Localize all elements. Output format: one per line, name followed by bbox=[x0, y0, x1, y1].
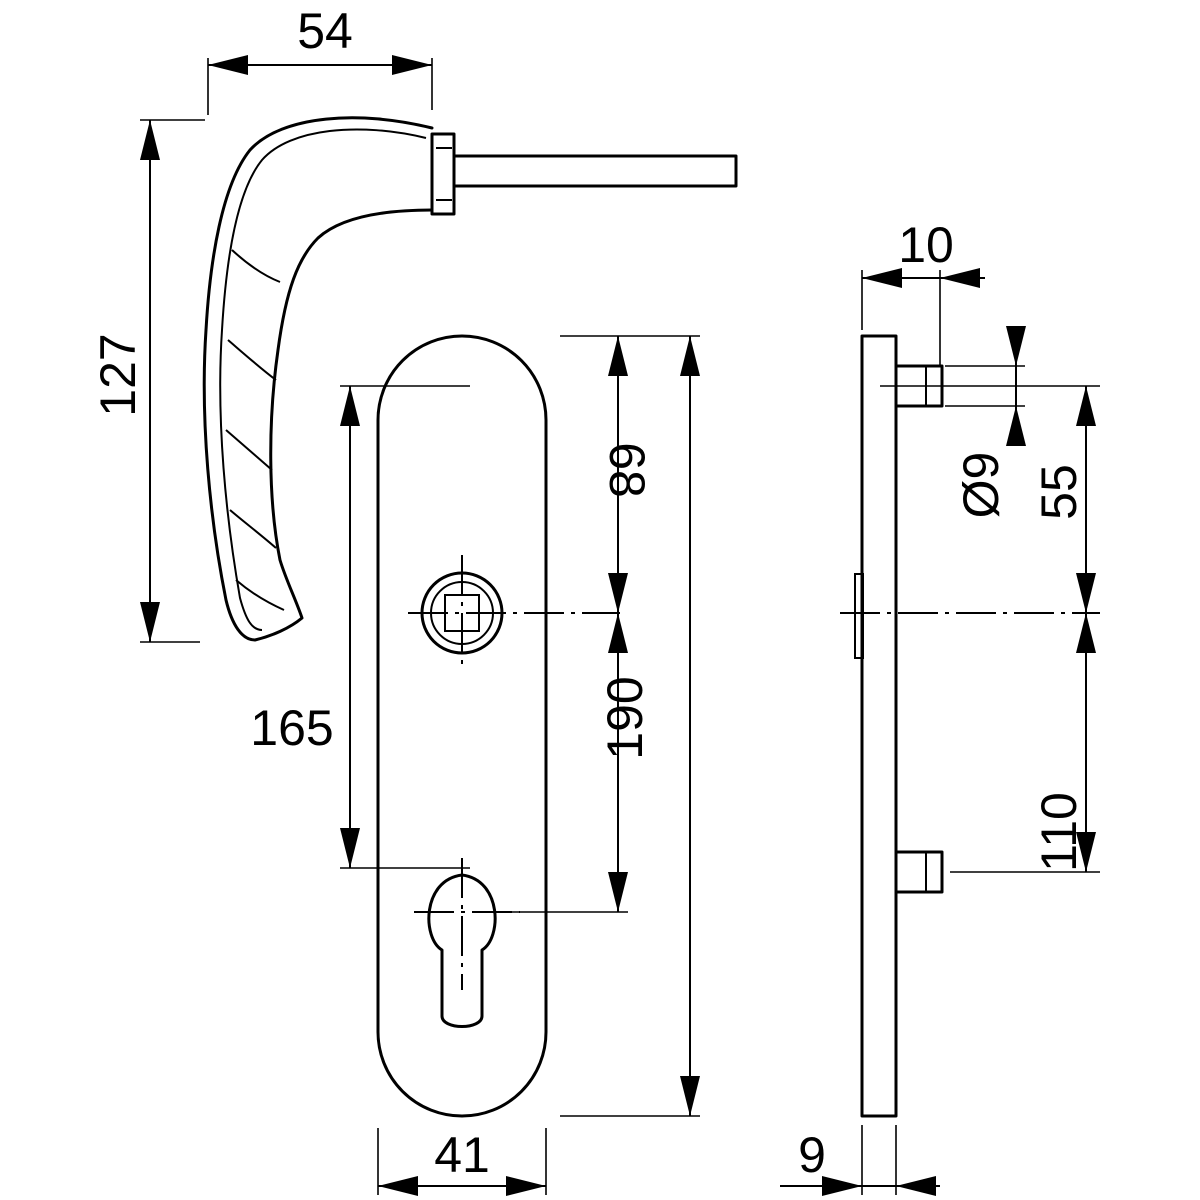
dimension-plate-inner-length: 165 bbox=[250, 385, 470, 869]
lower-screw-boss bbox=[894, 850, 944, 894]
handle-rose bbox=[430, 132, 456, 216]
dimension-label-55: 55 bbox=[1031, 464, 1087, 520]
dimension-label-screw-diameter: Ø9 bbox=[953, 452, 1009, 519]
dimension-plate-total-height bbox=[560, 336, 700, 1117]
dimension-label-127: 127 bbox=[90, 333, 146, 416]
side-plate-outline bbox=[860, 334, 898, 1118]
dimension-screw-diameter: Ø9 bbox=[945, 326, 1026, 518]
spindle bbox=[452, 154, 738, 188]
dimension-label-9: 9 bbox=[798, 1127, 826, 1183]
backplate-outline bbox=[376, 334, 548, 1118]
dimension-label-68: 68 bbox=[599, 442, 655, 498]
dimension-label-10: 10 bbox=[898, 217, 954, 273]
dimension-handle-height: 127 bbox=[90, 119, 205, 643]
backplate-front-view bbox=[376, 334, 620, 1118]
dimension-label-54: 54 bbox=[297, 3, 353, 59]
dimension-label-190: 190 bbox=[597, 676, 653, 759]
dimension-plate-width: 41 bbox=[377, 1127, 547, 1196]
side-rose-boss bbox=[854, 573, 864, 659]
dimension-label-110: 110 bbox=[1031, 792, 1087, 872]
dimension-label-165: 165 bbox=[250, 700, 333, 756]
dimension-plate-thickness: 9 bbox=[780, 1125, 940, 1196]
door-handle-side-view bbox=[202, 116, 738, 642]
dimension-screw-to-spindle: 55 bbox=[1031, 386, 1096, 613]
dimension-spindle-to-top: 68 bbox=[560, 335, 700, 613]
backplate-side-view bbox=[840, 334, 1100, 1118]
dimension-handle-width: 54 bbox=[207, 3, 433, 115]
dimension-spindle-to-lower-screw: 110 bbox=[1031, 613, 1096, 872]
dimension-rose-offset: 10 bbox=[861, 217, 985, 366]
dimension-label-41: 41 bbox=[434, 1127, 490, 1183]
dimension-spindle-to-cylinder: 190 bbox=[510, 613, 653, 913]
